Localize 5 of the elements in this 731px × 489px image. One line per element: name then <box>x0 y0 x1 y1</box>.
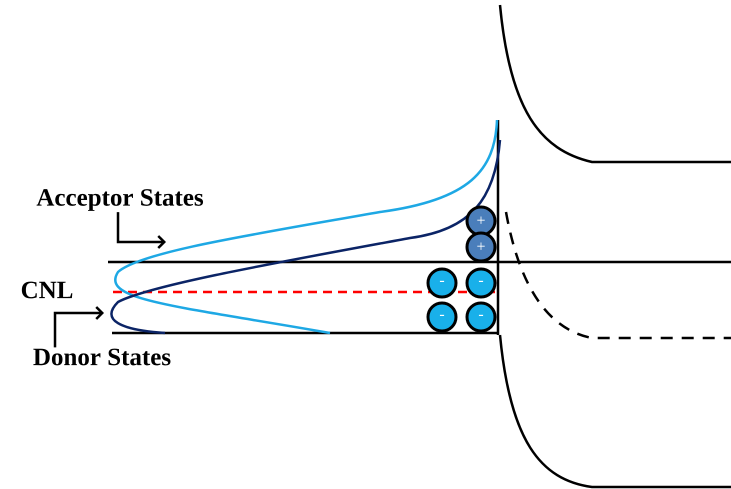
bent-arrow <box>116 212 166 249</box>
state-label: Donor States <box>33 348 170 366</box>
state-label: CNL <box>22 282 72 298</box>
bent-arrow <box>54 306 104 348</box>
state-label: Acceptor States <box>36 189 204 211</box>
